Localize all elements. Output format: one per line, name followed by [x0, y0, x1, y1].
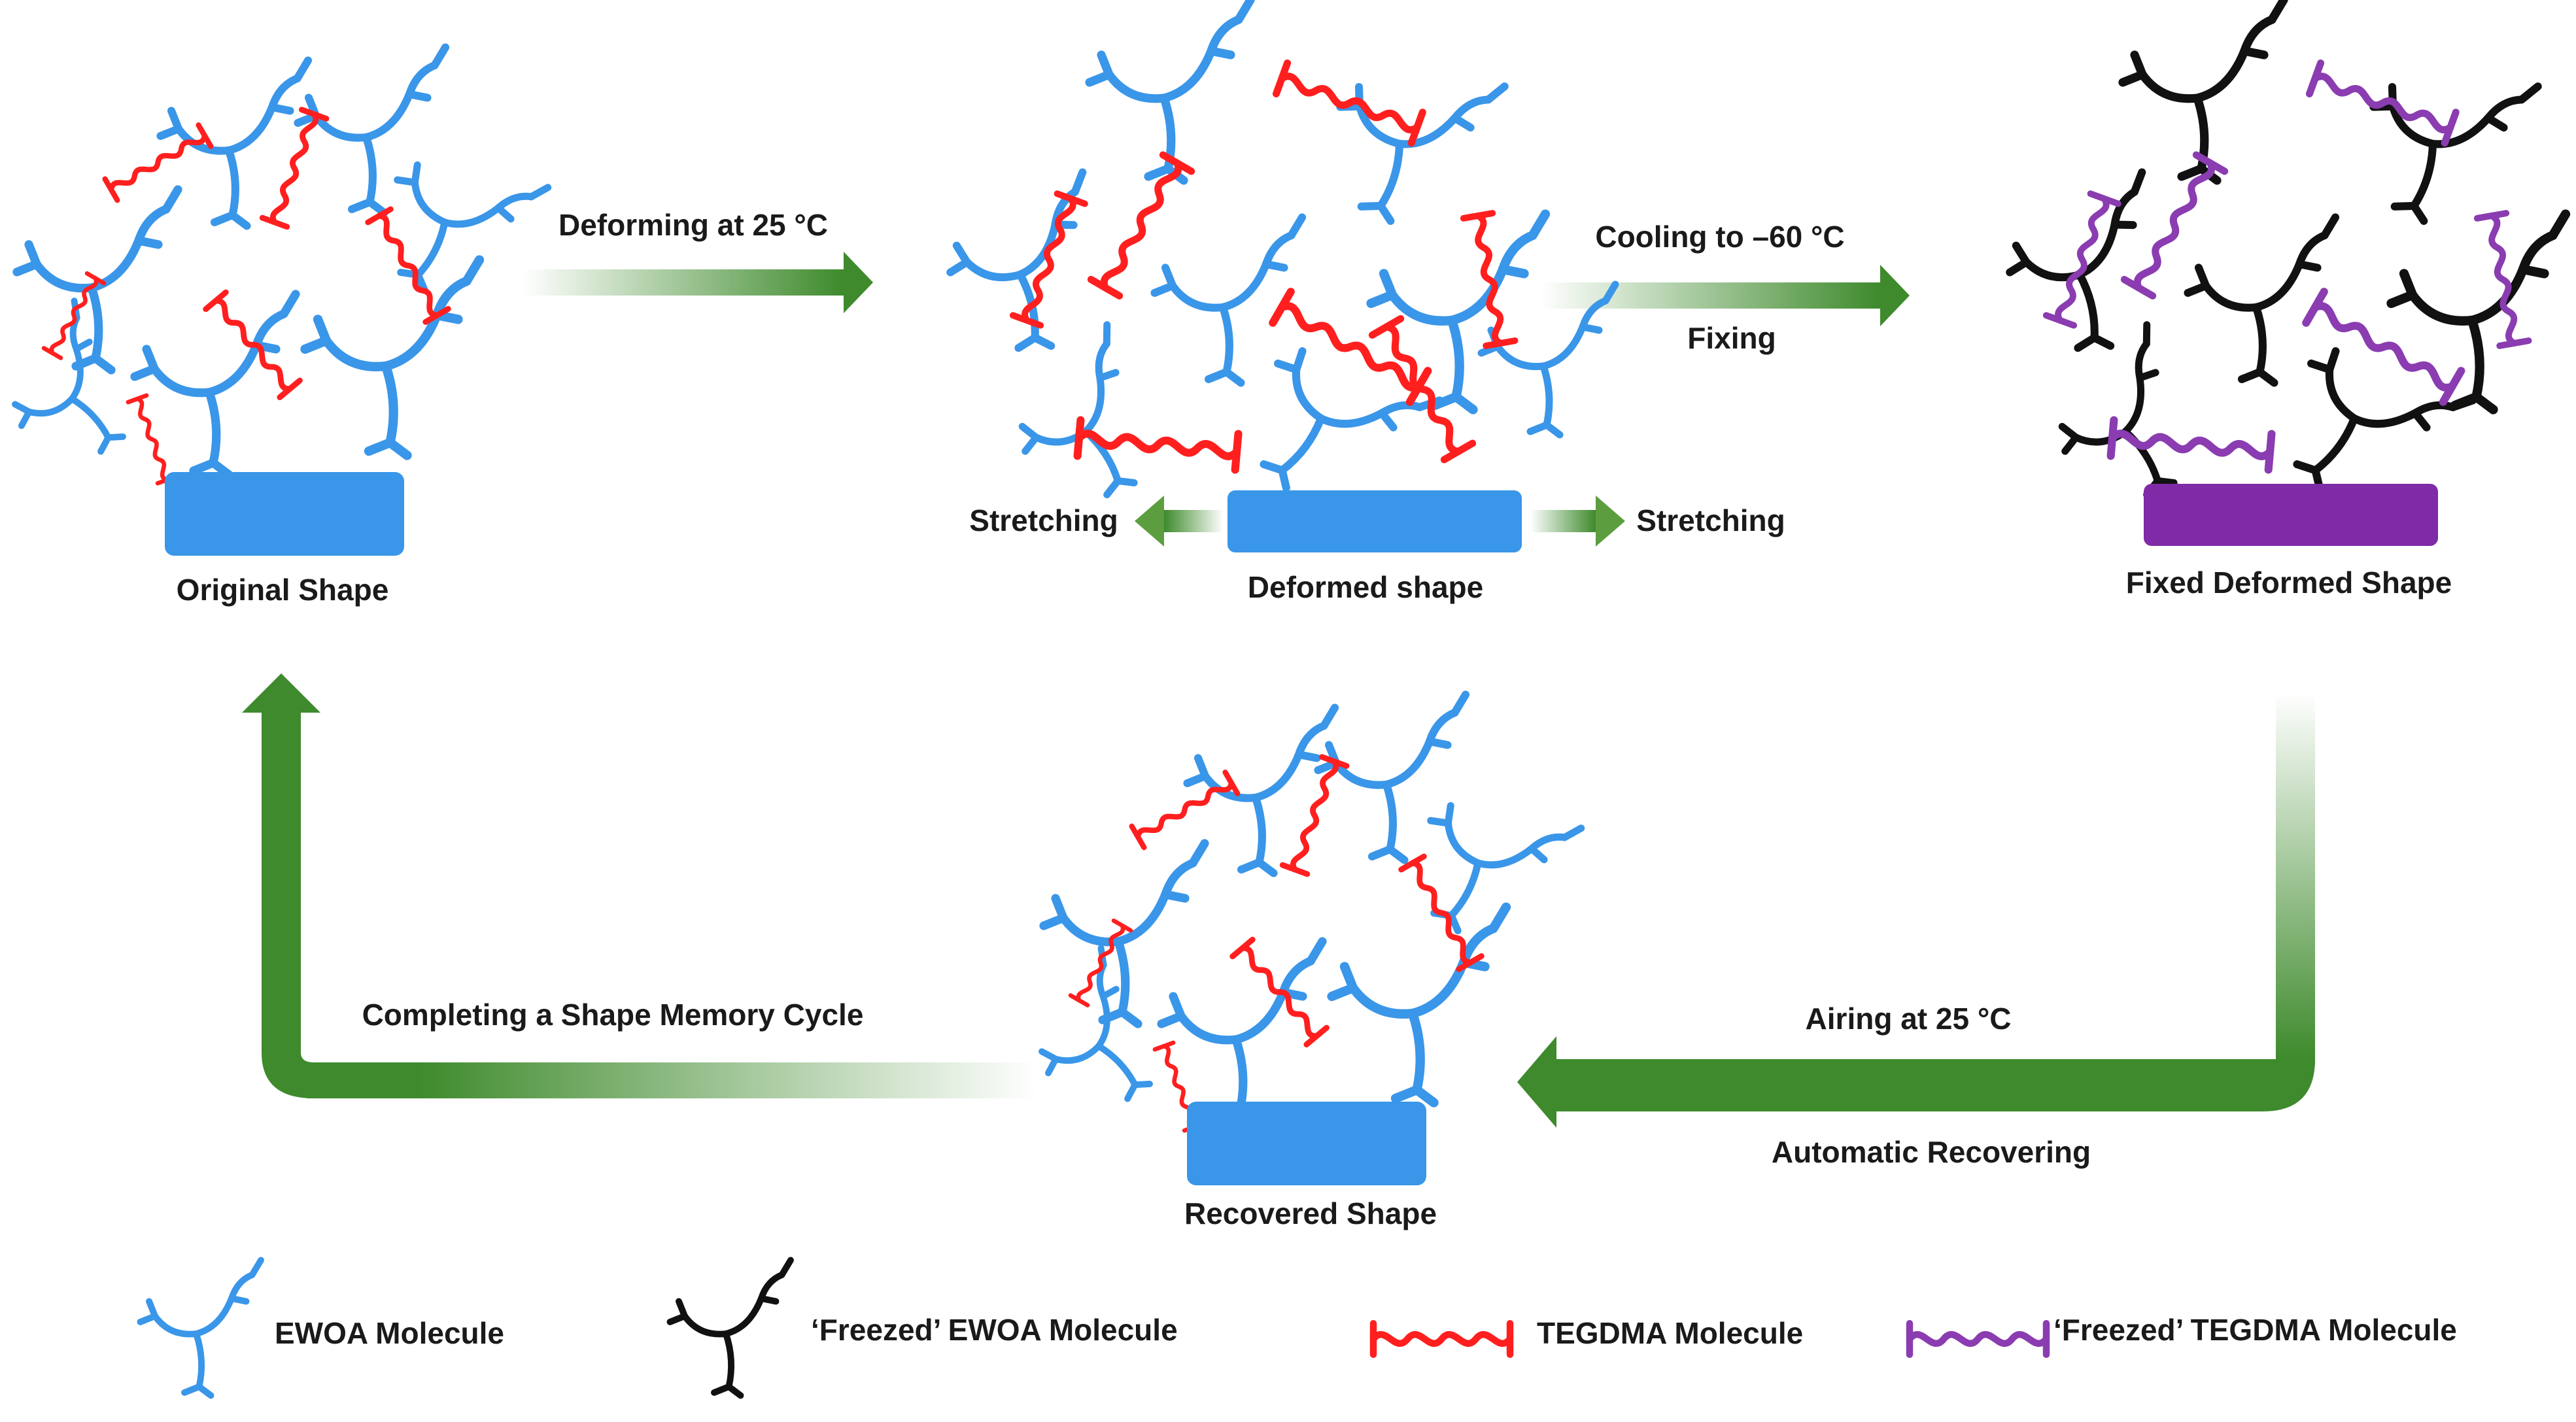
network-deformed — [937, 0, 1615, 527]
step-deform-label: Deforming at 25 °C — [558, 208, 828, 242]
network-recovered — [1008, 695, 1581, 1131]
stretch-left-label: Stretching — [969, 503, 1118, 537]
legend-ewoa-icon — [141, 1261, 262, 1396]
arrow-stretch-right — [1530, 496, 1625, 547]
legend-tegdma-label: TEGDMA Molecule — [1537, 1316, 1803, 1350]
arrow-complete-cycle — [242, 673, 1037, 1098]
arrow-cooling — [1540, 265, 1910, 326]
shape-bar-recovered — [1187, 1102, 1426, 1185]
legend-frozen-tegdma-icon — [1910, 1323, 2046, 1355]
state-original-label: Original Shape — [177, 573, 389, 607]
shape-bar-original — [165, 472, 404, 556]
step-recovering-label: Automatic Recovering — [1772, 1135, 2091, 1169]
legend-ewoa-label: EWOA Molecule — [275, 1316, 504, 1350]
step-fixing-label: Fixing — [1687, 321, 1776, 355]
step-cooling-label: Cooling to –60 °C — [1595, 220, 1844, 254]
state-deformed-label: Deformed shape — [1248, 570, 1483, 604]
stretch-right-label: Stretching — [1636, 503, 1785, 537]
legend-frozen-ewoa-icon — [670, 1261, 791, 1396]
shape-bar-fixed — [2144, 484, 2438, 546]
shape-bar-deformed — [1228, 490, 1522, 552]
legend-tegdma-icon — [1373, 1323, 1510, 1355]
arrow-recovering — [1517, 693, 2315, 1128]
arrow-deform — [523, 252, 873, 313]
state-recovered-label: Recovered Shape — [1184, 1196, 1437, 1230]
legend-frozen-tegdma-label: ‘Freezed’ TEGDMA Molecule — [2053, 1313, 2457, 1347]
arrow-stretch-left — [1135, 496, 1223, 547]
step-airing-label: Airing at 25 °C — [1806, 1002, 2012, 1036]
state-fixed-label: Fixed Deformed Shape — [2126, 566, 2452, 600]
legend-frozen-ewoa-label: ‘Freezed’ EWOA Molecule — [811, 1313, 1178, 1347]
legend: EWOA Molecule ‘Freezed’ EWOA Molecule TE… — [141, 1261, 2457, 1396]
network-original — [0, 48, 548, 484]
network-fixed — [1997, 0, 2566, 527]
step-complete-label: Completing a Shape Memory Cycle — [362, 998, 864, 1032]
